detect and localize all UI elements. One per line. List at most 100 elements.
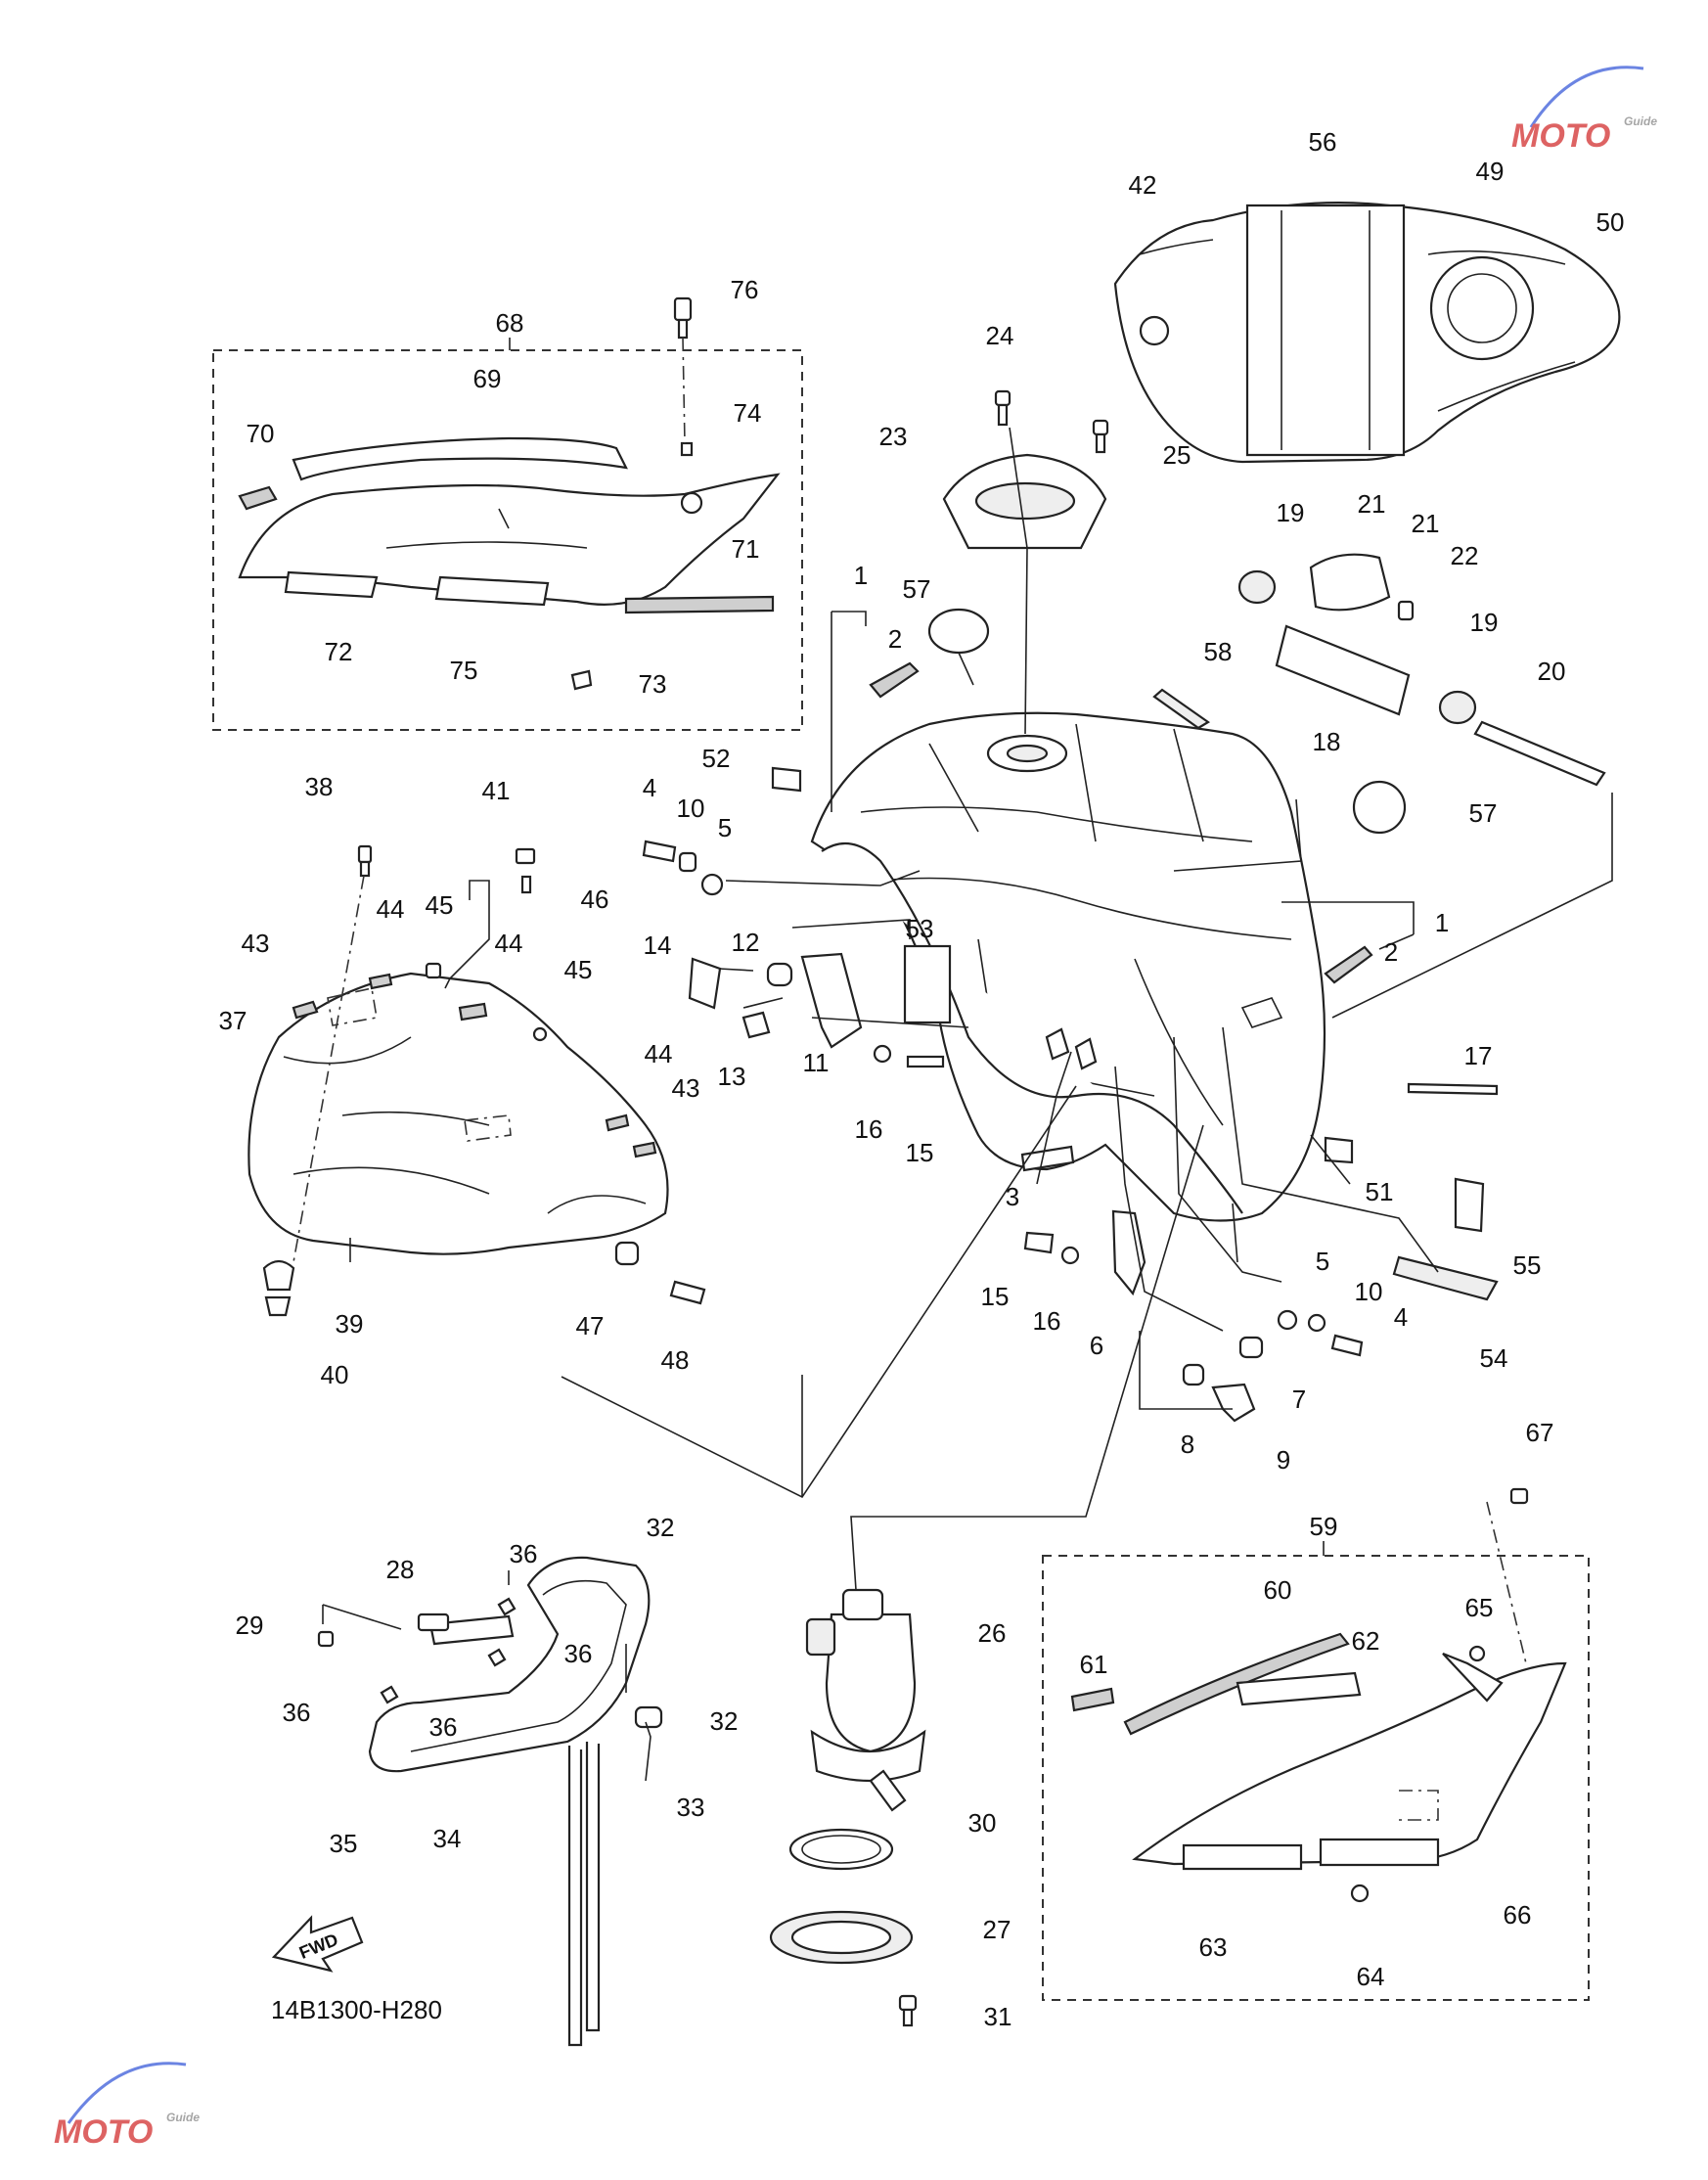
callout-26: 26 <box>978 1618 1007 1648</box>
callout-36: 36 <box>564 1639 593 1668</box>
callout-4: 4 <box>643 773 656 802</box>
callout-45: 45 <box>564 955 593 984</box>
callout-62: 62 <box>1352 1626 1380 1656</box>
kit-box-59 <box>1042 1555 1590 2001</box>
svg-text:Guide: Guide <box>1624 114 1657 128</box>
callout-44: 44 <box>645 1039 673 1068</box>
callout-15: 15 <box>981 1282 1010 1311</box>
callout-45: 45 <box>426 890 454 920</box>
callout-63: 63 <box>1199 1932 1228 1962</box>
callout-34: 34 <box>433 1824 462 1853</box>
callout-52: 52 <box>702 744 731 773</box>
callout-40: 40 <box>321 1360 349 1389</box>
diagram-code: 14B1300-H280 <box>271 1995 442 2024</box>
callout-60: 60 <box>1264 1575 1292 1605</box>
callout-44: 44 <box>377 894 405 924</box>
callout-55: 55 <box>1513 1250 1542 1280</box>
side-cover-right <box>1070 1487 1567 1903</box>
callout-33: 33 <box>677 1793 705 1822</box>
callout-48: 48 <box>661 1345 690 1375</box>
callout-43: 43 <box>672 1073 700 1103</box>
callout-12: 12 <box>732 928 760 957</box>
fuel-pump <box>769 1588 926 2027</box>
callout-1: 1 <box>854 561 868 590</box>
callout-37: 37 <box>219 1006 247 1035</box>
callout-8: 8 <box>1181 1430 1194 1459</box>
callout-15: 15 <box>906 1138 934 1167</box>
fuel-tank <box>810 711 1326 1222</box>
callout-41: 41 <box>482 776 511 805</box>
callout-72: 72 <box>325 637 353 666</box>
callout-57: 57 <box>1469 798 1498 828</box>
callout-10: 10 <box>1355 1277 1383 1306</box>
callout-21: 21 <box>1358 489 1386 519</box>
callout-23: 23 <box>879 422 908 451</box>
callout-16: 16 <box>1033 1306 1061 1336</box>
callout-7: 7 <box>1292 1385 1306 1414</box>
callout-47: 47 <box>576 1311 605 1340</box>
hose-assembly <box>317 1556 663 2047</box>
side-cover-left <box>238 296 781 691</box>
callout-65: 65 <box>1465 1593 1494 1622</box>
callout-5: 5 <box>718 813 732 842</box>
callout-42: 42 <box>1129 170 1157 200</box>
fwd-arrow-icon: FWD <box>271 1915 364 1973</box>
callout-74: 74 <box>734 398 762 428</box>
svg-text:MOTO: MOTO <box>1511 117 1610 155</box>
callout-61: 61 <box>1080 1650 1108 1679</box>
callout-13: 13 <box>718 1062 746 1091</box>
callout-14: 14 <box>644 931 672 960</box>
fuel-cap <box>927 389 1109 655</box>
callout-27: 27 <box>983 1915 1011 1944</box>
leader-lines <box>322 427 1613 1782</box>
callout-29: 29 <box>236 1611 264 1640</box>
tank-cover-top-view <box>1113 202 1621 464</box>
callout-32: 32 <box>710 1706 739 1736</box>
callout-25: 25 <box>1163 440 1191 470</box>
callout-36: 36 <box>283 1698 311 1727</box>
callout-57: 57 <box>903 574 931 604</box>
callout-11: 11 <box>803 1048 830 1077</box>
callout-68: 68 <box>496 308 524 338</box>
moto-guide-watermark-logo-bottom: MOTO Guide <box>54 2062 200 2151</box>
callout-1: 1 <box>1435 908 1449 937</box>
callout-64: 64 <box>1357 1962 1385 1991</box>
callout-2: 2 <box>1384 937 1398 967</box>
callout-4: 4 <box>1394 1302 1408 1332</box>
callout-16: 16 <box>855 1114 883 1144</box>
callout-35: 35 <box>330 1829 358 1858</box>
callout-36: 36 <box>510 1539 538 1568</box>
callout-69: 69 <box>473 364 502 393</box>
callout-46: 46 <box>581 885 609 914</box>
pump-bracket-parts <box>1237 553 1606 787</box>
callout-30: 30 <box>968 1808 997 1838</box>
callout-53: 53 <box>906 914 934 943</box>
callout-39: 39 <box>336 1309 364 1339</box>
callout-59: 59 <box>1310 1512 1338 1541</box>
callout-51: 51 <box>1366 1177 1394 1206</box>
callout-6: 6 <box>1090 1331 1103 1360</box>
callout-56: 56 <box>1309 127 1337 157</box>
callout-50: 50 <box>1596 207 1625 237</box>
callout-76: 76 <box>731 275 759 304</box>
callout-67: 67 <box>1526 1418 1554 1447</box>
callout-36: 36 <box>429 1712 458 1742</box>
moto-guide-watermark-logo-top: MOTO Guide <box>1511 66 1657 155</box>
callout-22: 22 <box>1451 541 1479 570</box>
callout-10: 10 <box>677 794 705 823</box>
svg-text:Guide: Guide <box>166 2111 200 2124</box>
callout-2: 2 <box>888 624 902 654</box>
callout-19: 19 <box>1277 498 1305 527</box>
callout-28: 28 <box>386 1555 415 1584</box>
callout-9: 9 <box>1277 1445 1290 1475</box>
callout-20: 20 <box>1538 657 1566 686</box>
callout-75: 75 <box>450 656 478 685</box>
callout-21: 21 <box>1412 509 1440 538</box>
callout-49: 49 <box>1476 157 1505 186</box>
callout-31: 31 <box>984 2002 1012 2031</box>
callout-32: 32 <box>647 1513 675 1542</box>
small-parts <box>642 661 1499 1423</box>
front-tank-cover <box>247 844 706 1317</box>
callout-38: 38 <box>305 772 334 801</box>
